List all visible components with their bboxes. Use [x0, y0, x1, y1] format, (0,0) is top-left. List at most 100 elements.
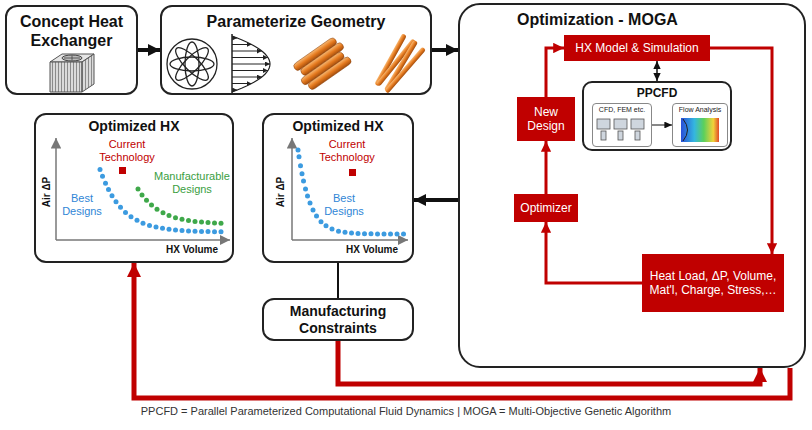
design-points	[173, 227, 178, 232]
design-points	[324, 223, 329, 228]
twisted-tubes-icon	[384, 40, 418, 92]
lobed-section-icon	[185, 42, 199, 86]
design-points	[349, 231, 354, 236]
optimization-panel: Optimization - MOGA HX Model & Simulation…	[458, 3, 806, 368]
flow-analysis-image	[683, 119, 688, 141]
design-points	[314, 214, 319, 219]
current-technology-marker	[349, 169, 356, 176]
node-title: CFD, FEM etc.	[599, 106, 645, 114]
design-points	[155, 207, 160, 212]
velocity-profile-icon	[231, 34, 233, 94]
design-points	[186, 228, 191, 233]
velocity-profile-icon	[232, 44, 252, 45]
design-points	[356, 231, 361, 236]
node-title: Concept Heat Exchanger	[11, 13, 132, 51]
node-title: Heat Load, ΔP, Volume, Mat'l, Charge, St…	[646, 269, 780, 297]
design-points	[141, 221, 146, 226]
design-points	[301, 178, 306, 183]
velocity-profile-icon	[232, 64, 270, 65]
image-panel: Flow Analysis	[672, 103, 728, 147]
flow-arrow	[652, 125, 672, 126]
velocity-profile-icon	[232, 83, 252, 84]
design-points	[160, 226, 165, 231]
flow-arrow	[656, 61, 658, 81]
heat-exchanger-icon	[50, 54, 94, 92]
design-points	[106, 187, 111, 192]
design-points	[154, 225, 159, 230]
design-points	[330, 227, 335, 232]
design-points	[180, 217, 185, 222]
computer-cluster-icon	[597, 119, 610, 129]
computer-cluster-icon	[631, 119, 644, 129]
design-points	[319, 219, 324, 224]
stage-box: Concept Heat Exchanger	[5, 5, 138, 95]
flow-arrow	[138, 48, 160, 52]
design-points	[300, 171, 305, 176]
design-points	[100, 174, 105, 179]
design-points	[199, 229, 204, 234]
computer-cluster-icon	[601, 131, 606, 140]
node-title: Optimizer	[520, 201, 571, 215]
node-title: PPCFD	[637, 86, 678, 100]
velocity-profile-icon	[232, 77, 262, 78]
node-title: Parameterize Geometry	[207, 13, 386, 32]
constraint-box: Manufacturing Constraints	[262, 298, 414, 341]
heat-exchanger-icon	[82, 54, 94, 92]
design-points	[167, 213, 172, 218]
velocity-profile-icon	[232, 51, 262, 52]
flow-arrow	[414, 198, 458, 202]
result-chart-box: Optimized HXCurrent TechnologyManufactur…	[34, 113, 234, 263]
computer-cluster-icon	[618, 131, 623, 140]
design-points	[193, 229, 198, 234]
design-points	[362, 231, 367, 236]
design-points	[343, 230, 348, 235]
design-points	[303, 187, 308, 192]
design-points	[199, 220, 204, 225]
design-points	[401, 231, 406, 236]
design-points	[336, 229, 341, 234]
lobed-section-icon	[167, 39, 217, 89]
design-points	[140, 192, 145, 197]
design-points	[118, 205, 123, 210]
lobed-section-icon	[171, 43, 212, 84]
design-points	[110, 193, 115, 198]
design-points	[296, 148, 301, 153]
chart-label: Manufacturable Designs	[150, 170, 234, 196]
flow-analysis-image	[681, 118, 719, 142]
current-technology-marker	[119, 167, 126, 174]
design-points	[382, 231, 387, 236]
velocity-profile-icon	[232, 34, 270, 94]
chart-axis	[55, 138, 57, 240]
node-title: HX Model & Simulation	[575, 41, 698, 55]
node-title: Flow Analysis	[679, 106, 721, 114]
design-points	[103, 181, 108, 186]
design-points	[206, 229, 211, 234]
design-points	[219, 221, 224, 226]
design-points	[212, 220, 217, 225]
chart-label: Current Technology	[92, 138, 162, 164]
design-points	[206, 220, 211, 225]
design-points	[369, 231, 374, 236]
velocity-profile-icon	[232, 36, 270, 92]
heat-exchanger-icon	[62, 55, 82, 61]
flow-arrow	[134, 263, 790, 398]
design-points	[212, 229, 217, 234]
chart-axis	[56, 239, 230, 241]
chart-label: Best Designs	[320, 192, 368, 218]
design-points	[298, 163, 303, 168]
design-points	[135, 218, 140, 223]
chart-axis	[292, 239, 408, 241]
process-box: Optimizer	[514, 194, 578, 222]
computer-cluster-icon	[597, 119, 644, 140]
node-title: Optimization - MOGA	[517, 11, 747, 30]
node-title: New Design	[520, 105, 572, 133]
ppcfd-box: PPCFD CFD, FEM etc. Flow Analysis	[582, 81, 732, 151]
heat-exchanger-icon	[50, 62, 82, 92]
design-points	[149, 203, 154, 208]
design-points	[167, 227, 172, 232]
lobed-section-icon	[167, 39, 217, 89]
lobed-section-icon	[170, 57, 214, 71]
chart-label: Current Technology	[312, 138, 382, 164]
